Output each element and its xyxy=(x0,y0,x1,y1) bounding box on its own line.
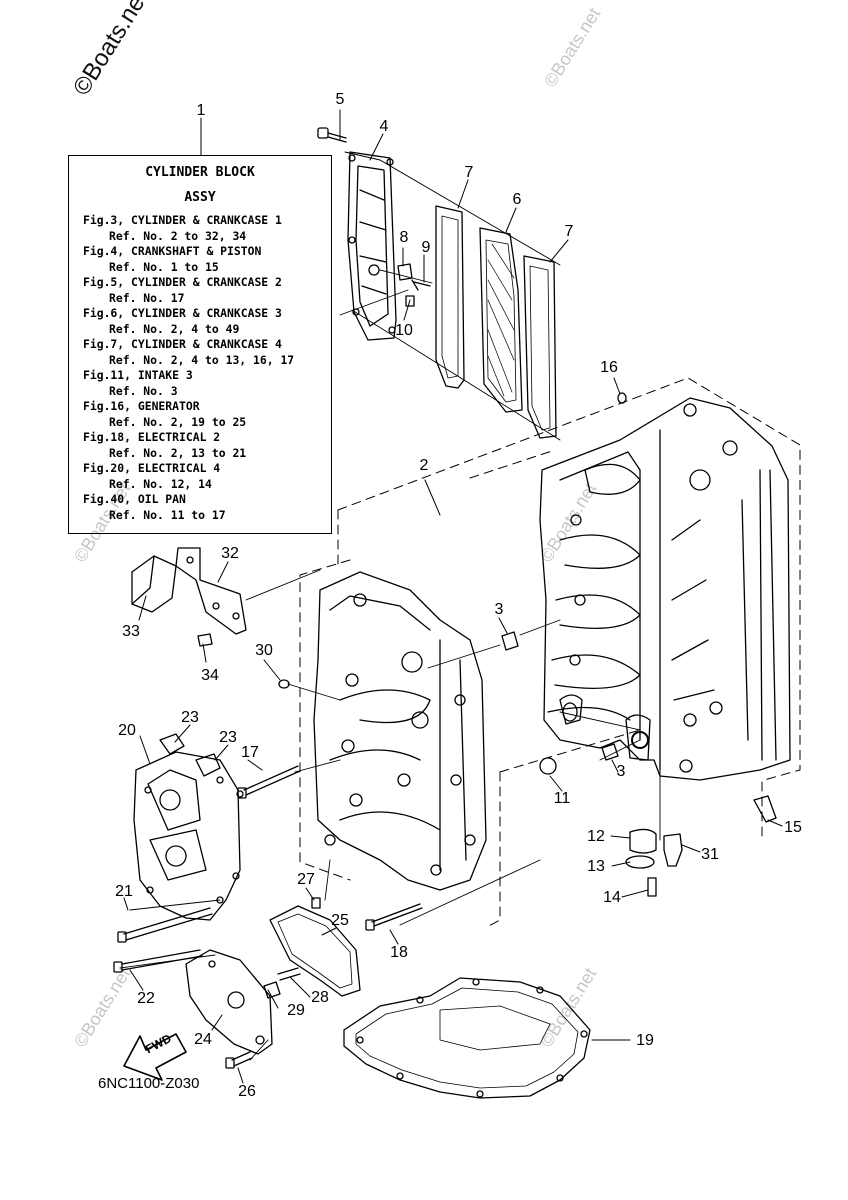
plug-part-23 xyxy=(159,733,221,777)
bracket-parts-32-33-34 xyxy=(131,547,247,647)
gasket-part-19 xyxy=(343,977,591,1099)
gasket-part-25 xyxy=(269,905,361,997)
callout-14: 14 xyxy=(603,889,621,906)
leader-lines xyxy=(123,109,783,1084)
callout-27: 27 xyxy=(297,871,315,888)
box-title-line-2: ASSY xyxy=(184,190,216,205)
figure-ref-numbers: Ref. No. 3 xyxy=(109,384,178,398)
figure-ref-numbers: Ref. No. 2 to 32, 34 xyxy=(109,229,247,243)
callout-11: 11 xyxy=(553,790,571,807)
callout-15: 15 xyxy=(784,819,802,836)
figure-reference: Fig.5, CYLINDER & CRANKCASE 2 xyxy=(83,275,282,289)
callout-21: 21 xyxy=(115,883,133,900)
diagram-code: 6NC1100-Z030 xyxy=(98,1075,200,1092)
callout-6: 6 xyxy=(512,191,522,208)
callout-32: 32 xyxy=(221,545,239,562)
callout-7: 7 xyxy=(464,164,474,181)
figure-ref-numbers: Ref. No. 2, 4 to 49 xyxy=(109,322,240,336)
figure-ref-numbers: Ref. No. 12, 14 xyxy=(109,477,212,491)
figure-reference: Fig.16, GENERATOR xyxy=(83,399,200,413)
callout-20: 20 xyxy=(118,722,136,739)
gasket-part-7-left xyxy=(435,205,465,389)
figure-reference: Fig.7, CYLINDER & CRANKCASE 4 xyxy=(83,337,282,351)
callout-8: 8 xyxy=(399,229,409,246)
callout-30: 30 xyxy=(255,642,273,659)
callout-17: 17 xyxy=(241,744,259,761)
bolt-part-5 xyxy=(317,127,347,143)
callout-1: 1 xyxy=(196,102,206,119)
callout-23: 23 xyxy=(181,709,199,726)
callout-18: 18 xyxy=(390,944,408,961)
box-title-line-1: CYLINDER BLOCK xyxy=(145,165,255,180)
assembly-reference-box: CYLINDER BLOCK ASSY Fig.3, CYLINDER & CR… xyxy=(68,155,332,534)
callout-4: 4 xyxy=(379,118,389,135)
figure-ref-numbers: Ref. No. 2, 4 to 13, 16, 17 xyxy=(109,353,295,367)
gasket-part-7-right xyxy=(523,255,557,439)
callout-29: 29 xyxy=(287,1002,305,1019)
callout-13: 13 xyxy=(587,858,605,875)
callout-5: 5 xyxy=(335,91,345,108)
assembly-boundary-lines xyxy=(299,377,801,929)
figure-reference: Fig.18, ELECTRICAL 2 xyxy=(83,430,221,444)
figure-ref-numbers: Ref. No. 2, 19 to 25 xyxy=(109,415,247,429)
part-29 xyxy=(263,981,281,999)
fwd-arrow-icon xyxy=(123,1033,187,1081)
callout-28: 28 xyxy=(311,989,329,1006)
figure-reference: Fig.40, OIL PAN xyxy=(83,492,186,506)
figure-reference: Fig.4, CRANKSHAFT & PISTON xyxy=(83,244,262,258)
callout-10: 10 xyxy=(395,322,413,339)
figure-reference: Fig.6, CYLINDER & CRANKCASE 3 xyxy=(83,306,282,320)
figure-ref-numbers: Ref. No. 1 to 15 xyxy=(109,260,219,274)
small-parts-8-9-10 xyxy=(397,263,431,307)
figure-reference: Fig.20, ELECTRICAL 4 xyxy=(83,461,221,475)
pin-part-27 xyxy=(311,897,321,909)
callout-12: 12 xyxy=(587,828,605,845)
figure-ref-numbers: Ref. No. 17 xyxy=(109,291,185,305)
dowel-pin-part-3 xyxy=(501,631,619,761)
callout-33: 33 xyxy=(122,623,140,640)
callout-31: 31 xyxy=(701,846,719,863)
crankcase-center xyxy=(313,571,487,891)
plate-part-6 xyxy=(479,227,523,413)
bolts xyxy=(113,765,423,1069)
callout-16: 16 xyxy=(600,359,618,376)
cylinder-head-part-20 xyxy=(133,751,244,921)
callout-23: 23 xyxy=(219,729,237,746)
callout-2: 2 xyxy=(419,457,429,474)
figure-reference: Fig.11, INTAKE 3 xyxy=(83,368,193,382)
figure-reference: Fig.3, CYLINDER & CRANKCASE 1 xyxy=(83,213,282,227)
figure-ref-numbers: Ref. No. 2, 13 to 21 xyxy=(109,446,247,460)
callout-34: 34 xyxy=(201,667,219,684)
figure-ref-numbers: Ref. No. 11 to 17 xyxy=(109,508,226,522)
callout-25: 25 xyxy=(331,912,349,929)
callout-19: 19 xyxy=(636,1032,654,1049)
misc-parts-12-14-15-31 xyxy=(629,795,777,897)
o-rings xyxy=(278,392,655,869)
callout-26: 26 xyxy=(238,1083,256,1100)
callout-24: 24 xyxy=(194,1031,212,1048)
cover-plate-part-4 xyxy=(347,151,397,341)
callout-22: 22 xyxy=(137,990,155,1007)
callout-3: 3 xyxy=(494,601,504,618)
callout-7: 7 xyxy=(564,223,574,240)
callout-9: 9 xyxy=(421,239,431,256)
cover-part-24 xyxy=(185,949,273,1055)
cylinder-block-part-2 xyxy=(539,397,791,781)
callout-3: 3 xyxy=(616,763,626,780)
